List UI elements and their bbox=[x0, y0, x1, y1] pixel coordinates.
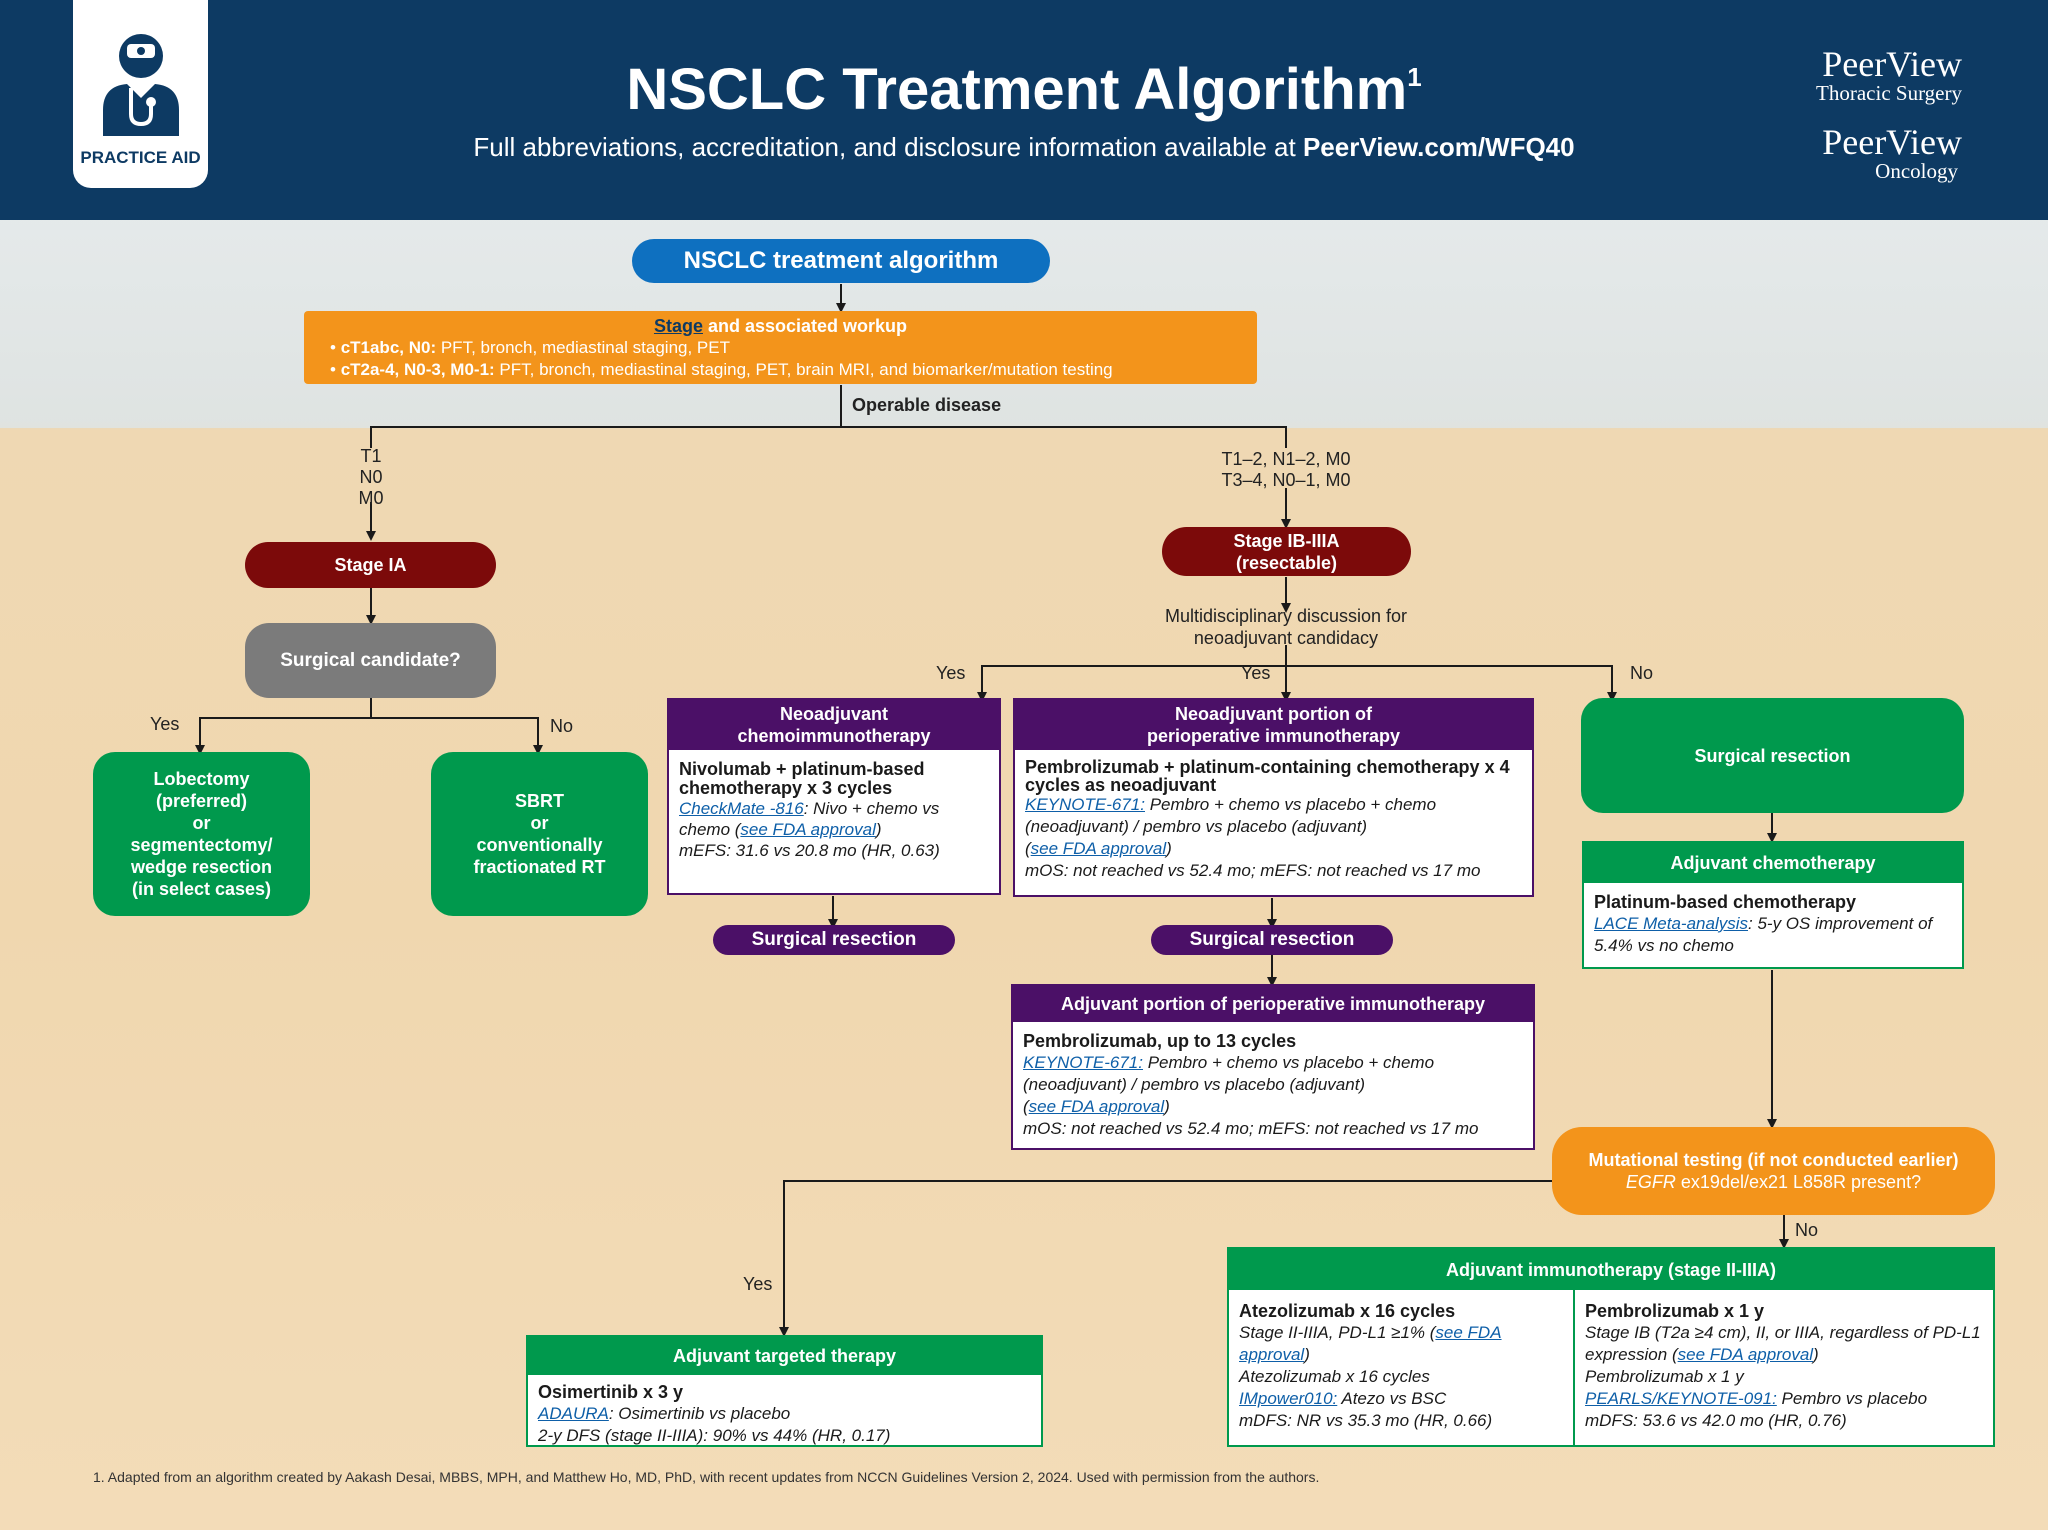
operable-disease-label: Operable disease bbox=[852, 395, 1002, 415]
workup-line-1: • cT1abc, N0: PFT, bronch, mediastinal s… bbox=[330, 338, 730, 357]
page-header: PRACTICE AID NSCLC Treatment Algorithm1 … bbox=[0, 0, 2048, 220]
practice-aid-badge: PRACTICE AID bbox=[73, 0, 208, 188]
brand-thoracic: PeerView Thoracic Surgery bbox=[1816, 44, 1962, 105]
pembrolizumab-column: Pembrolizumab x 1 y Stage IB (T2a ≥4 cm)… bbox=[1585, 1301, 1981, 1430]
no-label-right: No bbox=[1630, 663, 1654, 683]
doctor-icon bbox=[103, 34, 179, 136]
surgical-candidate-node: Surgical candidate? bbox=[245, 623, 496, 698]
stage-ib-iiia-node: Stage IB-IIIA(resectable) bbox=[1162, 527, 1411, 576]
neoadjuvant-peri-body: Pembrolizumab + platinum-containing chem… bbox=[1025, 757, 1510, 880]
fda-approval-link-2[interactable]: see FDA approval bbox=[1030, 839, 1167, 858]
stage-ia-node: Stage IA bbox=[245, 542, 496, 588]
page-subtitle: Full abbreviations, accreditation, and d… bbox=[473, 132, 1575, 162]
page-title: NSCLC Treatment Algorithm1 bbox=[626, 57, 1422, 122]
workup-line-2: • cT2a-4, N0-3, M0-1: PFT, bronch, media… bbox=[330, 360, 1113, 379]
fda-approval-link-1[interactable]: see FDA approval bbox=[740, 820, 876, 839]
mutational-testing-node: Mutational testing (if not conducted ear… bbox=[1552, 1127, 1995, 1215]
workup-title: Stage and associated workup bbox=[653, 316, 908, 336]
adjuvant-chemo-body: Platinum-based chemotherapy LACE Meta-an… bbox=[1594, 892, 1933, 955]
footnote: 1. Adapted from an algorithm created by … bbox=[93, 1469, 1320, 1485]
checkmate-816-link[interactable]: CheckMate -816 bbox=[679, 799, 804, 818]
adjuvant-immuno-panel: Adjuvant immunotherapy (stage II-IIIA) A… bbox=[1227, 1247, 1995, 1447]
adjuvant-chemo-header: Adjuvant chemotherapy bbox=[1584, 843, 1962, 883]
adjuvant-targeted-header: Adjuvant targeted therapy bbox=[528, 1337, 1041, 1375]
lace-meta-analysis-link[interactable]: LACE Meta-analysis bbox=[1594, 914, 1749, 933]
surgical-resection-node-1: Surgical resection bbox=[713, 925, 955, 955]
stage-link[interactable]: Stage bbox=[653, 316, 703, 336]
adjuvant-peri-panel: Adjuvant portion of perioperative immuno… bbox=[1011, 984, 1535, 1150]
impower010-link[interactable]: IMpower010: bbox=[1239, 1389, 1338, 1408]
yes-label-left: Yes bbox=[150, 714, 180, 734]
pearls-keynote-091-link[interactable]: PEARLS/KEYNOTE-091: bbox=[1585, 1389, 1777, 1408]
keynote-671-link-1[interactable]: KEYNOTE-671: bbox=[1025, 795, 1145, 814]
fda-approval-link-4[interactable]: see FDA approval bbox=[1239, 1323, 1502, 1364]
adjuvant-peri-body: Pembrolizumab, up to 13 cycles KEYNOTE-6… bbox=[1023, 1031, 1479, 1138]
surgical-resection-node-3: Surgical resection bbox=[1581, 698, 1964, 813]
adjuvant-targeted-body: Osimertinib x 3 y ADAURA: Osimertinib vs… bbox=[538, 1382, 891, 1445]
surgical-resection-node-2: Surgical resection bbox=[1151, 925, 1393, 955]
neoadjuvant-chemo-body: Nivolumab + platinum-based chemotherapy … bbox=[679, 759, 940, 861]
workup-box: Stage and associated workup • cT1abc, N0… bbox=[304, 311, 1257, 384]
keynote-671-link-2[interactable]: KEYNOTE-671: bbox=[1023, 1053, 1143, 1072]
no-label-mutational: No bbox=[1795, 1220, 1819, 1240]
yes-label-mutational: Yes bbox=[743, 1274, 773, 1294]
root-node: NSCLC treatment algorithm bbox=[632, 239, 1050, 283]
yes-label-neo-peri: Yes bbox=[1241, 663, 1271, 683]
adjuvant-chemo-panel: Adjuvant chemotherapy Platinum-based che… bbox=[1582, 841, 1964, 969]
adjuvant-immuno-header: Adjuvant immunotherapy (stage II-IIIA) bbox=[1229, 1249, 1993, 1290]
fda-approval-link-3[interactable]: see FDA approval bbox=[1028, 1097, 1165, 1116]
adjuvant-peri-header: Adjuvant portion of perioperative immuno… bbox=[1013, 986, 1533, 1022]
no-label-left: No bbox=[550, 716, 574, 736]
subtitle-link[interactable]: PeerView.com/WFQ40 bbox=[1302, 132, 1575, 162]
fda-approval-link-5[interactable]: see FDA approval bbox=[1677, 1345, 1814, 1364]
atezolizumab-column: Atezolizumab x 16 cycles Stage II-IIIA, … bbox=[1229, 1290, 1575, 1445]
adjuvant-targeted-panel: Adjuvant targeted therapy Osimertinib x … bbox=[526, 1335, 1043, 1447]
adaura-link[interactable]: ADAURA bbox=[538, 1404, 609, 1423]
practice-aid-label: PRACTICE AID bbox=[80, 148, 201, 167]
brand-oncology: PeerView Oncology bbox=[1822, 122, 1962, 183]
yes-label-neo-chemo: Yes bbox=[936, 663, 966, 683]
